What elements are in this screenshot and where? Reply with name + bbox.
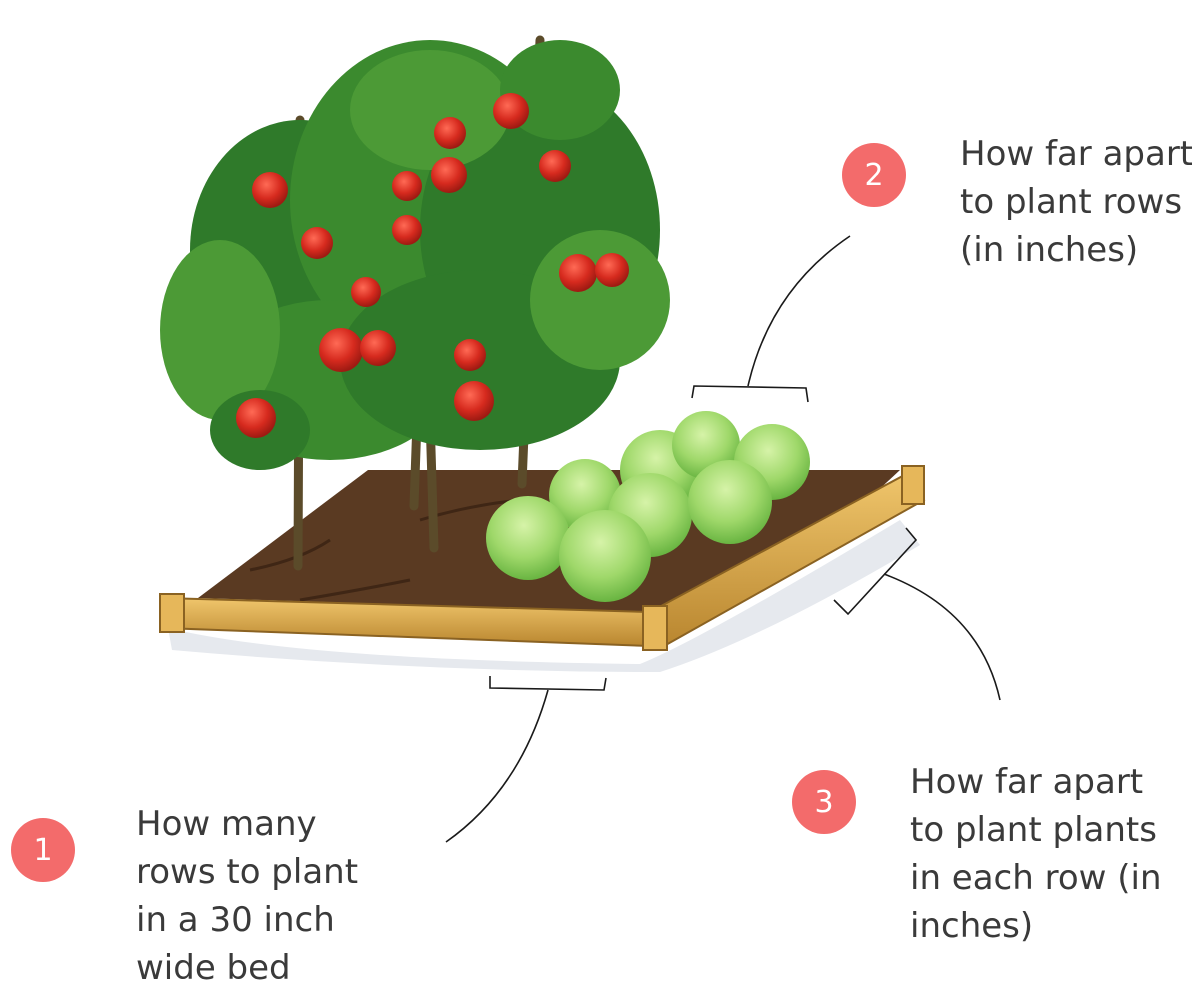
callout-2-line: (in inches) [960,226,1192,274]
tomato-fruit [301,227,333,259]
callout-3-badge: 3 [792,770,856,834]
bed-corner-post-left [160,594,184,632]
callout-2-line: to plant rows [960,178,1192,226]
tomato-fruit [539,150,571,182]
tomato-fruit [360,330,396,366]
callout-1-line: in a 30 inch [136,896,358,944]
cabbage [486,496,570,580]
callout-2-badge: 2 [842,143,906,207]
tomato-fruit [595,253,629,287]
bracket-bed-width [490,676,606,690]
callout-3-line: How far apart [910,758,1162,806]
tomato-fruit [236,398,276,438]
leader-row-spacing [748,236,850,386]
tomato-fruit [252,172,288,208]
tomato-fruit [454,381,494,421]
cabbage [559,510,651,602]
callout-1-badge: 1 [11,818,75,882]
leader-bed-width [446,690,548,842]
callout-1-text: How many rows to plant in a 30 inch wide… [136,800,358,992]
cabbage [688,460,772,544]
callout-1-line: How many [136,800,358,848]
tomato-foliage [160,40,670,470]
callout-3-line: in each row (in [910,854,1162,902]
bed-corner-post-front [643,606,667,650]
callout-1-line: rows to plant [136,848,358,896]
tomato-fruit [493,93,529,129]
callout-3-line: inches) [910,902,1162,950]
bracket-row-spacing [692,386,808,402]
tomato-fruit [431,157,467,193]
callout-2-text: How far apart to plant rows (in inches) [960,130,1192,274]
tomato-fruit [559,254,597,292]
bed-corner-post-right [902,466,924,504]
tomato-fruit [392,215,422,245]
callout-3-line: to plant plants [910,806,1162,854]
tomato-fruit [392,171,422,201]
callout-3-text: How far apart to plant plants in each ro… [910,758,1162,950]
callout-1-line: wide bed [136,944,358,992]
leader-plant-spacing [884,574,1000,700]
tomato-fruit [351,277,381,307]
tomato-fruit [454,339,486,371]
tomato-fruit [434,117,466,149]
callout-2-line: How far apart [960,130,1192,178]
tomato-fruit [319,328,363,372]
